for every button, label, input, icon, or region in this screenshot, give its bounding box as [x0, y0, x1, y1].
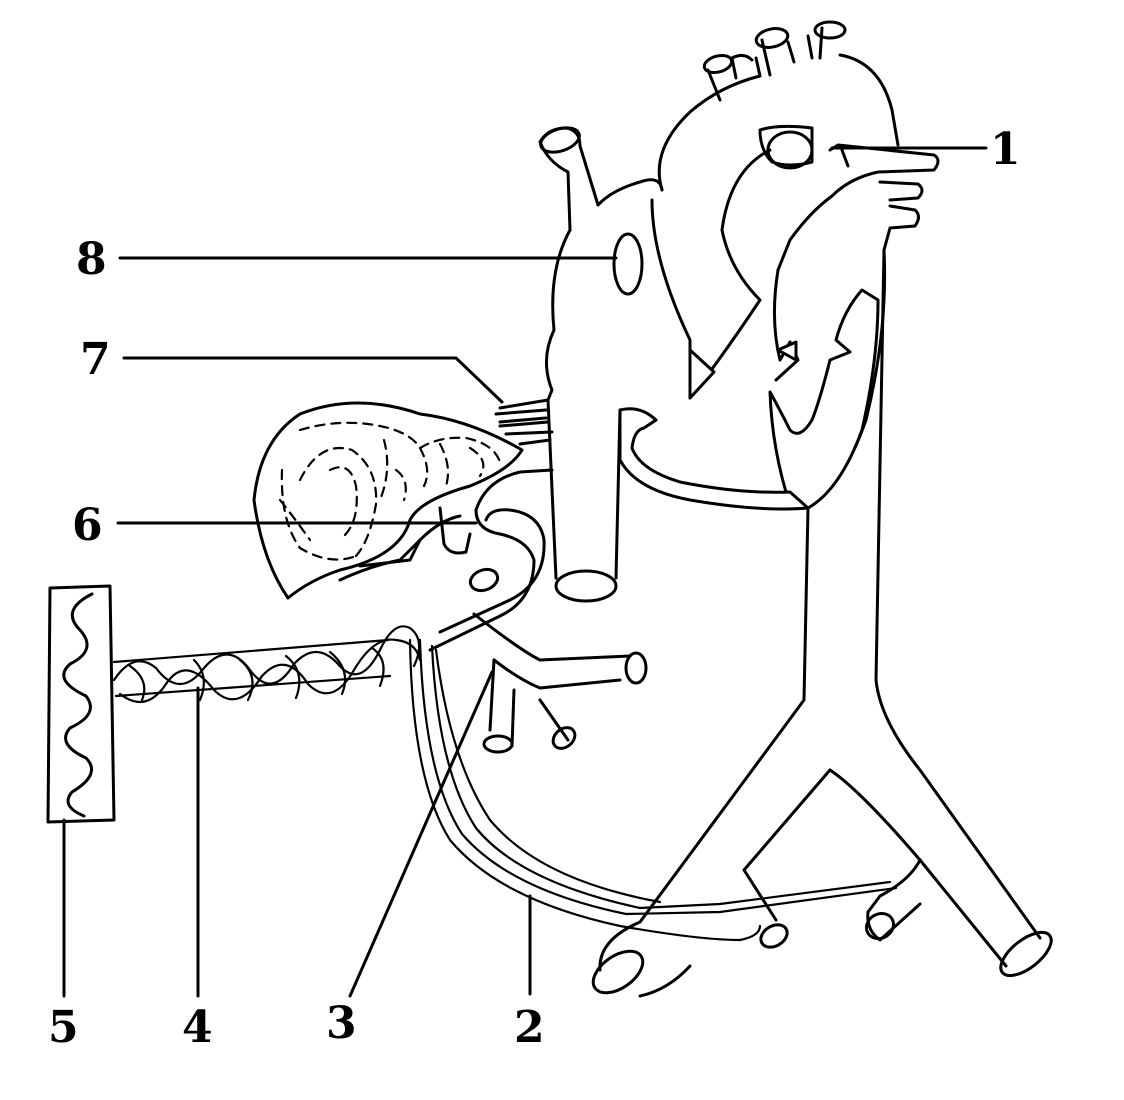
label-3: 3	[326, 998, 357, 1049]
mesenteric-opening	[624, 651, 648, 685]
umbilical-arteries	[408, 638, 898, 942]
label-4: 4	[182, 1002, 213, 1053]
pulmonary-trunk	[650, 124, 814, 400]
small-vessel-opening-a	[759, 923, 789, 949]
cord-helix-1	[112, 625, 421, 685]
ventricular-wall	[768, 288, 880, 510]
septum-nub	[776, 340, 798, 362]
label-1: 1	[990, 124, 1021, 175]
cord-helix-3	[128, 646, 385, 702]
right-iliac-opening	[999, 930, 1053, 978]
placenta	[46, 584, 116, 824]
inferior-vena-cava	[546, 398, 622, 580]
ductus-arteriosus-opening	[766, 130, 814, 170]
right-ventricle-wall	[618, 407, 810, 511]
left-iliac-opening	[591, 949, 645, 995]
placenta-villi	[62, 592, 94, 818]
liver	[252, 398, 554, 600]
left-pulmonary-artery	[776, 143, 940, 272]
vessel-stub-c	[813, 20, 847, 40]
leader-7	[122, 356, 504, 404]
label-2: 2	[514, 1002, 545, 1053]
umbilical-cord	[112, 625, 422, 704]
branch-opening-a	[482, 734, 514, 754]
liver-lower-lobe	[338, 514, 462, 582]
label-8: 8	[76, 234, 107, 285]
portal-inflow	[438, 506, 472, 555]
label-5: 5	[48, 1002, 79, 1053]
pulmonary-vein-stubs	[878, 180, 924, 252]
ductus-venosus	[428, 416, 554, 652]
superior-vena-cava	[538, 126, 642, 232]
vessel-stub-a	[702, 53, 734, 75]
liver-outline	[252, 401, 524, 600]
portal-vessels	[428, 416, 648, 754]
cord-helix-2	[118, 638, 422, 704]
hepatic-veins	[494, 398, 554, 436]
superior-vena-cava-opening	[539, 126, 581, 154]
liver-inner-lobes	[278, 421, 502, 561]
foramen-ovale	[612, 232, 644, 296]
hatched-triangle	[688, 348, 716, 400]
descending-aorta	[591, 248, 1053, 998]
leader-lines	[62, 146, 988, 998]
right-atrium	[545, 178, 664, 402]
placenta-outline	[46, 584, 116, 824]
portal-vein-opening	[468, 567, 500, 593]
vessel-stub-b	[754, 27, 790, 49]
aortic-arch	[657, 26, 900, 192]
label-7: 7	[80, 334, 111, 385]
leader-3	[348, 670, 494, 998]
branch-opening-b	[551, 726, 577, 750]
label-6: 6	[72, 500, 103, 551]
inferior-vena-cava-opening	[554, 569, 618, 603]
number-labels: 1 2 3 4 5 6 7 8	[48, 124, 1021, 1053]
